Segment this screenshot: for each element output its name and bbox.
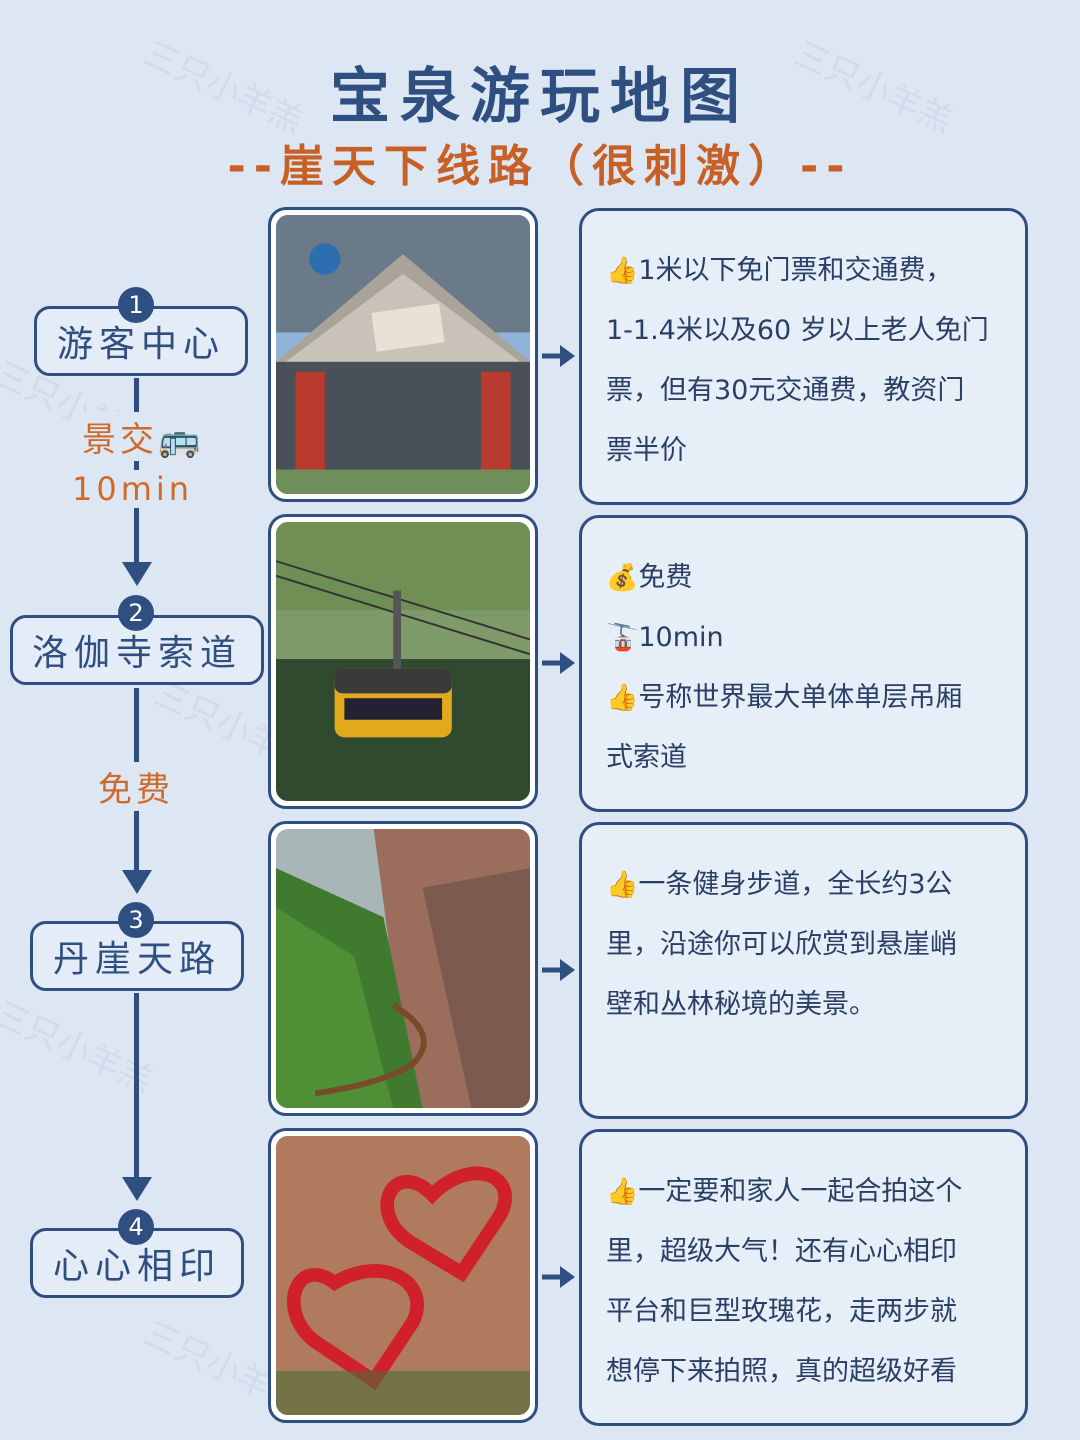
step-number: 1 bbox=[118, 287, 154, 323]
cable-car-photo bbox=[268, 514, 538, 809]
card-line: 票，但有30元交通费，教资门 bbox=[606, 375, 965, 406]
stop-node-heart-platform[interactable]: 心心相印 bbox=[30, 1228, 244, 1298]
down-arrow-icon bbox=[122, 1177, 152, 1201]
page-subtitle: --崖天下线路（很刺激）-- bbox=[227, 141, 853, 192]
card-line: 👍号称世界最大单体单层吊厢 bbox=[606, 682, 963, 713]
card-line: 👍1米以下免门票和交通费， bbox=[606, 255, 953, 286]
info-card-visitor-center: 👍1米以下免门票和交通费， 1-1.4米以及60 岁以上老人免门 票，但有30元… bbox=[579, 208, 1028, 505]
timeline-line bbox=[134, 993, 139, 1183]
cliff-path-photo bbox=[268, 821, 538, 1116]
right-arrow-icon bbox=[542, 1266, 575, 1288]
step-number: 2 bbox=[118, 595, 154, 631]
card-line: 里，沿途你可以欣赏到悬崖峭 bbox=[606, 929, 957, 960]
thumbs-up-icon: 👍 bbox=[606, 870, 639, 900]
card-line: 票半价 bbox=[606, 435, 687, 466]
step-number: 4 bbox=[118, 1209, 154, 1245]
thumbs-up-icon: 👍 bbox=[606, 1177, 639, 1207]
transit-label: 景交🚌 bbox=[80, 412, 207, 461]
card-line: 💰免费 bbox=[606, 562, 693, 593]
card-line: 壁和丛林秘境的美景。 bbox=[606, 989, 876, 1020]
heart-platform-photo bbox=[268, 1128, 538, 1423]
card-line: 想停下来拍照，真的超级好看 bbox=[606, 1356, 957, 1387]
money-bag-icon: 💰 bbox=[606, 563, 639, 593]
step-number: 3 bbox=[118, 902, 154, 938]
thumbs-up-icon: 👍 bbox=[606, 683, 639, 713]
transit-time: 10min bbox=[70, 470, 196, 508]
card-line: 式索道 bbox=[606, 742, 687, 773]
bus-icon: 🚌 bbox=[158, 420, 205, 460]
card-line: 平台和巨型玫瑰花，走两步就 bbox=[606, 1296, 957, 1327]
card-line: 里，超级大气！还有心心相印 bbox=[606, 1236, 957, 1267]
right-arrow-icon bbox=[542, 959, 575, 981]
transit-label: 免费 bbox=[96, 762, 176, 811]
visitor-center-photo bbox=[268, 207, 538, 502]
card-line: 1-1.4米以及60 岁以上老人免门 bbox=[606, 315, 989, 346]
page-title: 宝泉游玩地图 bbox=[330, 62, 750, 132]
card-line: 👍一定要和家人一起合拍这个 bbox=[606, 1176, 963, 1207]
info-card-heart-platform: 👍一定要和家人一起合拍这个 里，超级大气！还有心心相印 平台和巨型玫瑰花，走两步… bbox=[579, 1129, 1028, 1426]
cable-car-icon: 🚡 bbox=[606, 623, 639, 653]
info-card-cliff-path: 👍一条健身步道，全长约3公 里，沿途你可以欣赏到悬崖峭 壁和丛林秘境的美景。 bbox=[579, 822, 1028, 1119]
right-arrow-icon bbox=[542, 345, 575, 367]
right-arrow-icon bbox=[542, 652, 575, 674]
stop-node-visitor-center[interactable]: 游客中心 bbox=[34, 306, 248, 376]
card-line: 👍一条健身步道，全长约3公 bbox=[606, 869, 953, 900]
thumbs-up-icon: 👍 bbox=[606, 256, 639, 286]
card-line: 🚡10min bbox=[606, 622, 724, 653]
down-arrow-icon bbox=[122, 562, 152, 586]
down-arrow-icon bbox=[122, 870, 152, 894]
info-card-cableway: 💰免费 🚡10min 👍号称世界最大单体单层吊厢 式索道 bbox=[579, 515, 1028, 812]
